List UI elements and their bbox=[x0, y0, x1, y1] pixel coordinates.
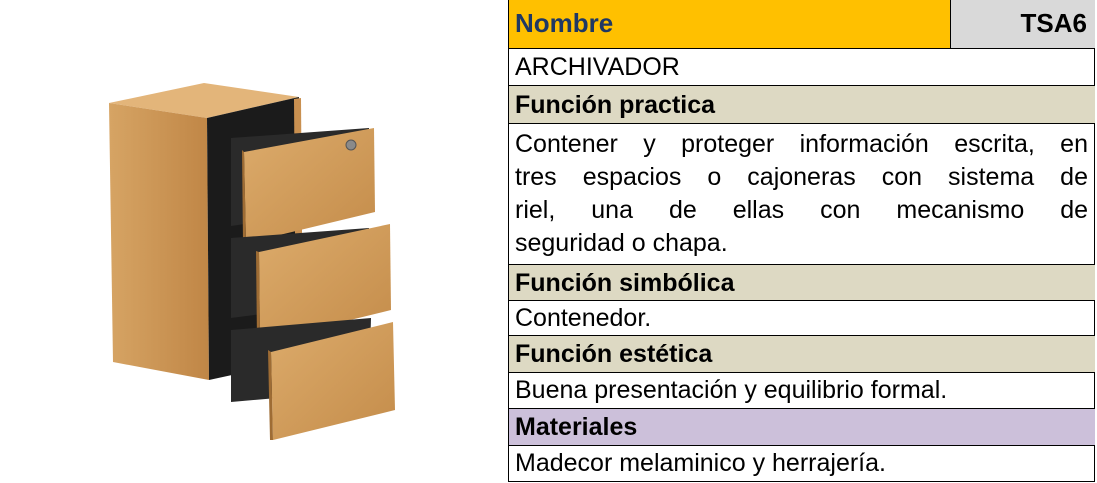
symbolic-function-text: Contenedor. bbox=[515, 304, 652, 332]
section-title-practical: Función practica bbox=[515, 91, 716, 119]
practical-line-3: riel, una de ellas con mecanismo de bbox=[515, 196, 1088, 224]
name-label: Nombre bbox=[515, 8, 614, 38]
filing-cabinet-image bbox=[109, 83, 395, 440]
product-code: TSA6 bbox=[1020, 8, 1087, 38]
section-title-aesthetic: Función estética bbox=[515, 340, 713, 368]
name-label-cell: Nombre bbox=[509, 0, 951, 48]
product-code-cell: TSA6 bbox=[951, 0, 1095, 48]
section-heading-materials: Materiales bbox=[509, 409, 1095, 446]
section-body-symbolic: Contenedor. bbox=[509, 301, 1095, 336]
name-row: Nombre TSA6 bbox=[509, 0, 1095, 49]
section-heading-symbolic: Función simbólica bbox=[509, 265, 1095, 301]
materials-text: Madecor melaminico y herrajería. bbox=[515, 449, 886, 477]
product-photo-cell bbox=[9, 0, 509, 482]
practical-function-text: Contener y proteger información escrita,… bbox=[515, 128, 1088, 260]
practical-line-4: seguridad o chapa. bbox=[515, 229, 728, 257]
section-title-materials: Materiales bbox=[515, 413, 638, 441]
product-name-row: ARCHIVADOR bbox=[509, 49, 1095, 86]
practical-line-2: tres espacios o cajoneras con sistema de bbox=[515, 163, 1088, 191]
product-info-grid: Nombre TSA6 ARCHIVADOR Función practica … bbox=[509, 0, 1095, 482]
aesthetic-function-text: Buena presentación y equilibrio formal. bbox=[515, 376, 948, 404]
section-body-practical: Contener y proteger información escrita,… bbox=[509, 124, 1095, 265]
section-body-aesthetic: Buena presentación y equilibrio formal. bbox=[509, 373, 1095, 409]
section-heading-practical: Función practica bbox=[509, 86, 1095, 124]
section-heading-aesthetic: Función estética bbox=[509, 336, 1095, 373]
product-name: ARCHIVADOR bbox=[515, 53, 680, 81]
section-title-symbolic: Función simbólica bbox=[515, 269, 735, 297]
section-body-materials: Madecor melaminico y herrajería. bbox=[509, 446, 1095, 482]
practical-line-1: Contener y proteger información escrita,… bbox=[515, 130, 1088, 158]
